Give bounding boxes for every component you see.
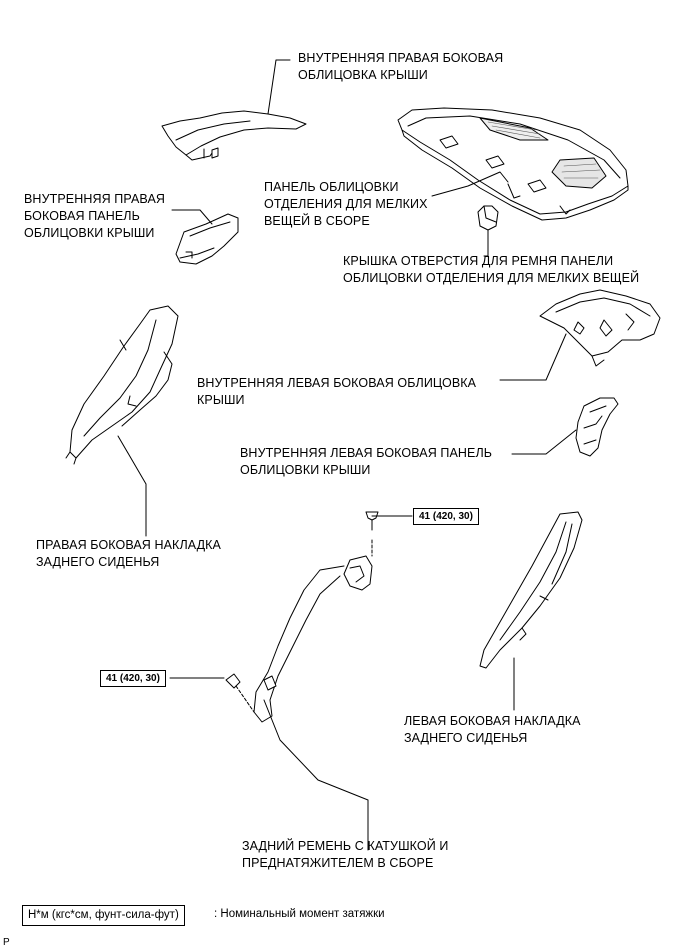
torque-spec-upper: 41 (420, 30) bbox=[413, 508, 479, 525]
seat-belt-part bbox=[169, 511, 413, 851]
rh-roof-side-panel-part bbox=[171, 209, 239, 265]
package-tray-part bbox=[397, 107, 629, 221]
rh-roof-side-garnish-part bbox=[161, 59, 307, 161]
label-rh-roof-side-panel: ВНУТРЕННЯЯ ПРАВАЯ БОКОВАЯ ПАНЕЛЬ ОБЛИЦОВ… bbox=[24, 192, 166, 240]
label-lh-roof-side-panel: ВНУТРЕННЯЯ ЛЕВАЯ БОКОВАЯ ПАНЕЛЬ ОБЛИЦОВК… bbox=[240, 446, 493, 477]
legend-unit-box: Н*м (кгс*см, фунт-сила-фут) bbox=[22, 905, 185, 926]
label-rh-seat-side-garnish: ПРАВАЯ БОКОВАЯ НАКЛАДКА ЗАДНЕГО СИДЕНЬЯ bbox=[36, 538, 221, 569]
lh-seat-side-garnish-part bbox=[479, 511, 583, 711]
label-rear-seat-belt: ЗАДНИЙ РЕМЕНЬ С КАТУШКОЙ И ПРЕДНАТЯЖИТЕЛ… bbox=[242, 839, 449, 870]
label-lh-roof-side-garnish: ВНУТРЕННЯЯ ЛЕВАЯ БОКОВАЯ ОБЛИЦОВКА КРЫШИ bbox=[197, 376, 477, 407]
label-lh-seat-side-garnish: ЛЕВАЯ БОКОВАЯ НАКЛАДКА ЗАДНЕГО СИДЕНЬЯ bbox=[404, 714, 581, 745]
lh-roof-side-garnish-part bbox=[499, 289, 661, 381]
lh-roof-side-panel-part bbox=[511, 397, 619, 457]
corner-mark: P bbox=[3, 937, 10, 948]
label-belt-hole-cover: КРЫШКА ОТВЕРСТИЯ ДЛЯ РЕМНЯ ПАНЕЛИ ОБЛИЦО… bbox=[343, 254, 640, 285]
legend-description: : Номинальный момент затяжки bbox=[214, 908, 385, 920]
torque-spec-lower: 41 (420, 30) bbox=[100, 670, 166, 687]
rh-seat-side-garnish-part bbox=[65, 305, 179, 537]
label-package-tray: ПАНЕЛЬ ОБЛИЦОВКИ ОТДЕЛЕНИЯ ДЛЯ МЕЛКИХ ВЕ… bbox=[264, 180, 428, 228]
label-rh-roof-side-garnish: ВНУТРЕННЯЯ ПРАВАЯ БОКОВАЯ ОБЛИЦОВКА КРЫШ… bbox=[298, 51, 504, 82]
belt-hole-cover-part bbox=[477, 205, 499, 257]
